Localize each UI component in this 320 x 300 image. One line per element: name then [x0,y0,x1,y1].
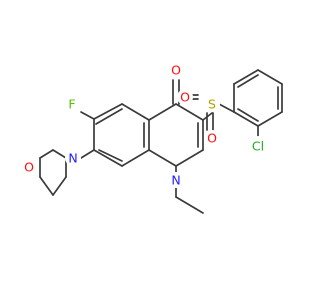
carbonyl-oxygen-label: O [171,63,181,78]
sulfonyl-oxygen-bottom-label: O [207,131,217,146]
bond [95,108,123,125]
bond [80,111,95,120]
bond-lines [39,69,283,214]
sulfonyl-oxygen-left-label: O [180,90,190,105]
bond [98,149,123,162]
bond [39,149,54,159]
fluorine-label: F [68,97,75,112]
bond [52,176,67,196]
bond [233,111,259,127]
bond [52,149,67,159]
bond [237,108,259,122]
bond [175,103,204,121]
bond [257,69,283,85]
bond [39,176,54,196]
bond [93,103,123,120]
chemical-structure-diagram: O S O O F Cl N N O [21,62,283,214]
bond [257,111,283,127]
bond [218,103,235,113]
bond [121,103,150,121]
bond [233,69,259,85]
chlorine-label: Cl [252,139,264,154]
sulfur-label: S [208,97,216,112]
bond [80,149,95,159]
bond [175,149,204,167]
bond [121,149,150,167]
bond [93,149,123,167]
quinoline-nitrogen-label: N [171,173,180,188]
bond [237,74,259,88]
morpholine-nitrogen-label: N [68,151,77,166]
bond [148,149,177,167]
bond [148,103,177,121]
atom-labels: O S O O F Cl N N O [21,62,268,188]
morpholine-oxygen-label: O [24,160,34,175]
bond [175,196,204,214]
